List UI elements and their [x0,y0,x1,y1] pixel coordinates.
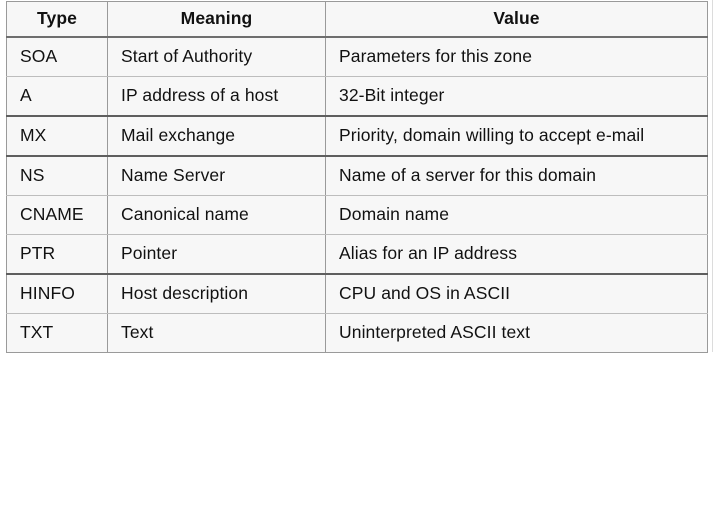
table-row: TXT Text Uninterpreted ASCII text [6,313,708,353]
table-row: A IP address of a host 32-Bit integer [6,76,708,117]
table-row: SOA Start of Authority Parameters for th… [6,36,708,77]
cell-value: Name of a server for this domain [325,155,708,196]
cell-value: 32-Bit integer [325,76,708,117]
table-row: MX Mail exchange Priority, domain willin… [6,115,708,157]
cell-meaning: Text [107,313,326,353]
cell-meaning: Canonical name [107,195,326,235]
table-row: NS Name Server Name of a server for this… [6,155,708,196]
cell-value: Priority, domain willing to accept e-mai… [325,115,708,157]
cell-value: Domain name [325,195,708,235]
cell-meaning: IP address of a host [107,76,326,117]
table-row: HINFO Host description CPU and OS in ASC… [6,273,708,314]
cell-meaning: Start of Authority [107,36,326,77]
cell-value: Uninterpreted ASCII text [325,313,708,353]
cell-type: PTR [6,234,108,275]
table-row: PTR Pointer Alias for an IP address [6,234,708,275]
cell-type: MX [6,115,108,157]
cell-type: NS [6,155,108,196]
table-header: Type Meaning Value [6,1,708,38]
column-header-meaning: Meaning [107,1,326,38]
column-header-value: Value [325,1,708,38]
cell-value: Alias for an IP address [325,234,708,275]
table-row: CNAME Canonical name Domain name [6,195,708,235]
cell-value: Parameters for this zone [325,36,708,77]
cell-type: CNAME [6,195,108,235]
cell-meaning: Mail exchange [107,115,326,157]
cell-type: SOA [6,36,108,77]
column-header-type: Type [6,1,108,38]
cell-meaning: Pointer [107,234,326,275]
cell-type: A [6,76,108,117]
cell-type: HINFO [6,273,108,314]
table-body: SOA Start of Authority Parameters for th… [6,36,708,353]
table-header-row: Type Meaning Value [6,1,708,38]
cell-meaning: Name Server [107,155,326,196]
page-edge-rule [712,0,713,352]
cell-meaning: Host description [107,273,326,314]
dns-resource-record-table: Type Meaning Value SOA Start of Authorit… [6,1,708,353]
cell-value: CPU and OS in ASCII [325,273,708,314]
cell-type: TXT [6,313,108,353]
